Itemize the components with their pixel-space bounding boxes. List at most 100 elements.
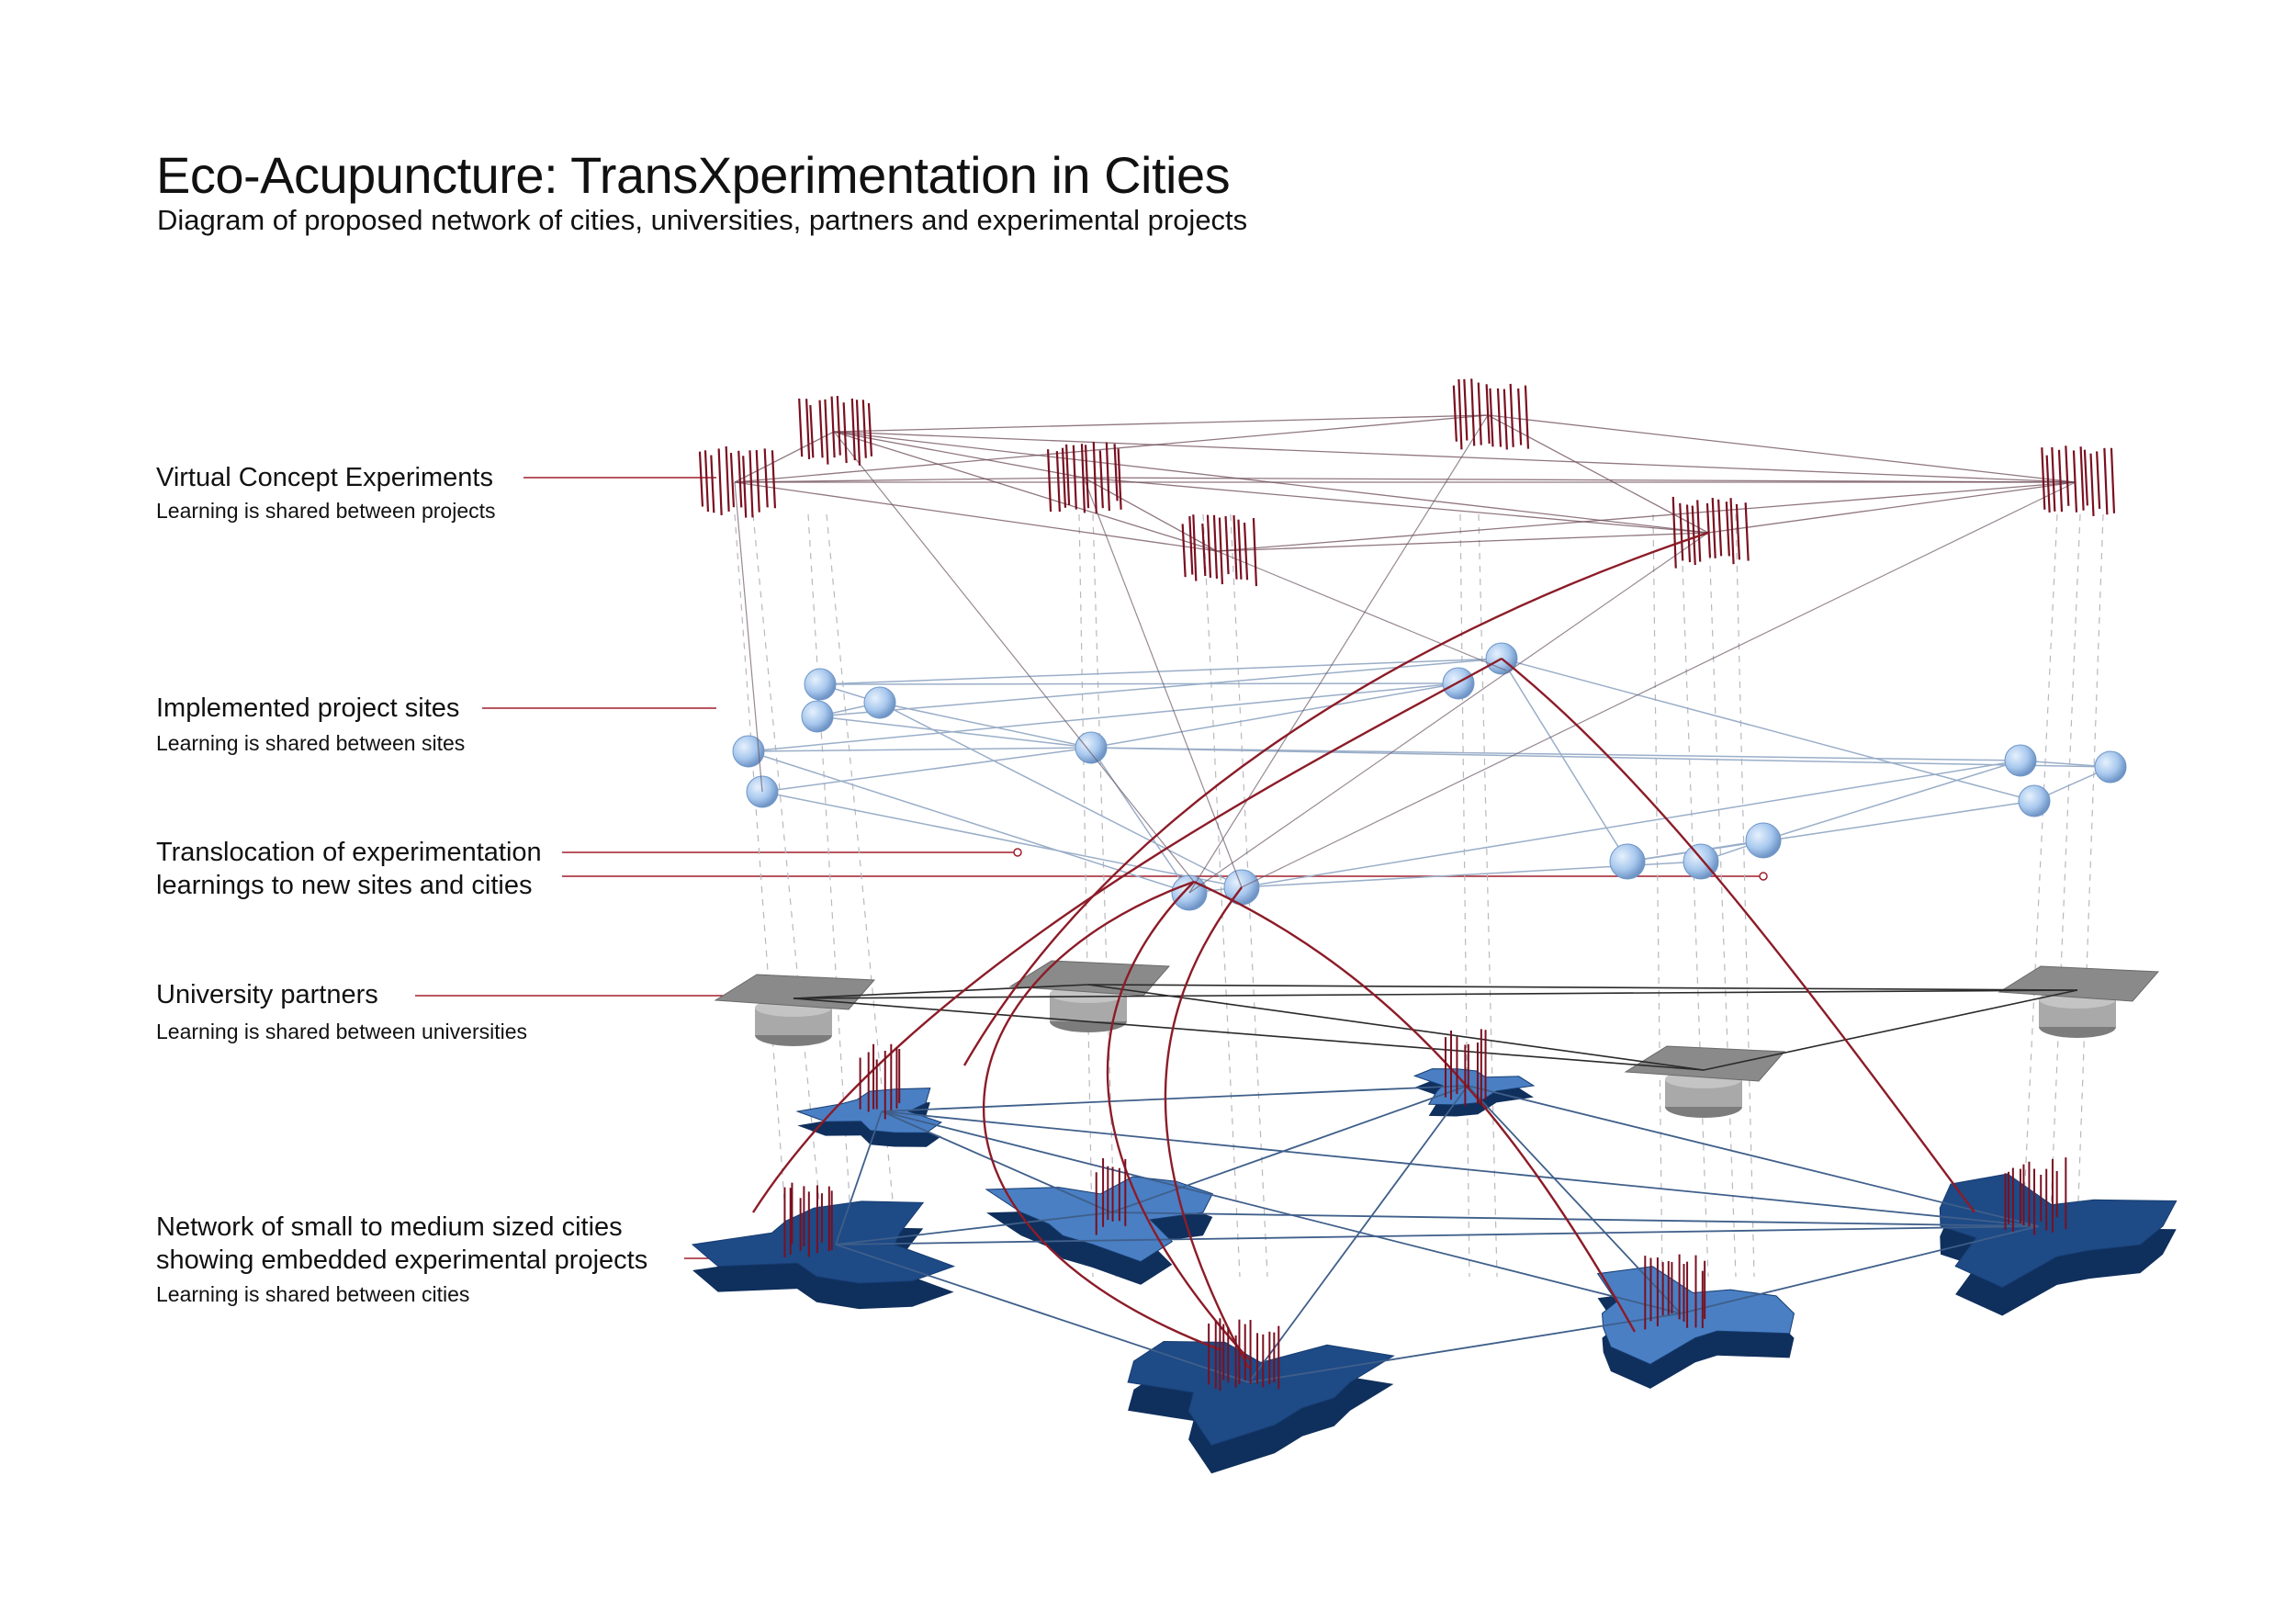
vertical-dashed-link xyxy=(1078,513,1094,1278)
experiment-spike xyxy=(2057,449,2064,513)
experiment-spike xyxy=(1098,450,1104,509)
experiment-spike xyxy=(1117,448,1122,510)
site-link xyxy=(1501,658,2035,802)
experiment-spike xyxy=(748,450,754,518)
experiment-link xyxy=(833,431,2077,483)
experiment-spike xyxy=(1744,502,1750,561)
translocation-curve xyxy=(962,531,1709,1066)
city-experiment-spikes xyxy=(783,1029,2067,1392)
cross-layer-link xyxy=(1216,550,1507,671)
university-mortarboard xyxy=(714,974,876,1010)
site-link xyxy=(819,658,1503,685)
project-site-sphere xyxy=(801,700,834,733)
experiment-spike xyxy=(1452,385,1458,442)
project-site-sphere xyxy=(863,686,896,719)
university-mortarboard xyxy=(1998,965,2160,1002)
experiment-spike xyxy=(1061,447,1067,508)
site-link xyxy=(1090,747,1190,894)
site-link xyxy=(748,750,1190,894)
experiment-spike xyxy=(1711,497,1716,558)
experiment-spike xyxy=(2103,447,2109,515)
leader-end-marker xyxy=(1013,848,1022,857)
translocation-curve xyxy=(1193,880,1637,1333)
experiment-link xyxy=(1707,481,2077,534)
experiment-spike xyxy=(710,455,715,513)
experiment-link xyxy=(1216,481,2077,552)
experiment-spike xyxy=(2051,446,2056,512)
experiment-spike xyxy=(1237,519,1243,580)
label-cities-line1: Network of small to medium sized cities xyxy=(156,1212,623,1242)
experiment-link xyxy=(1083,477,2077,483)
city-link xyxy=(1110,1212,2040,1227)
experiment-spike xyxy=(729,453,736,508)
experiment-link xyxy=(1487,414,2077,483)
experiment-link xyxy=(1487,414,1709,534)
experiment-spike xyxy=(1691,505,1696,566)
experiment-spike xyxy=(1509,383,1514,447)
experiment-spike xyxy=(1188,515,1194,575)
vertical-dashed-link xyxy=(2020,513,2058,1278)
experiment-spike xyxy=(1496,388,1503,447)
experiment-spike xyxy=(861,400,867,458)
sublabel-cities: Learning is shared between cities xyxy=(156,1282,470,1306)
city-link xyxy=(881,1110,1112,1213)
experiment-spike xyxy=(1477,382,1482,445)
leader-lines xyxy=(415,477,1768,1259)
experiment-spike xyxy=(755,449,760,513)
site-link xyxy=(748,747,1092,752)
vertical-dashed-link xyxy=(1092,513,1117,1278)
experiment-spike xyxy=(1092,442,1097,513)
experiment-spike xyxy=(842,402,848,464)
project-site-sphere xyxy=(1745,822,1782,859)
label-translocation-line1: Translocation of experimentation xyxy=(156,838,542,867)
experiment-spike xyxy=(830,396,836,458)
site-link xyxy=(761,747,1092,793)
experiment-spike xyxy=(703,450,710,513)
experiment-spike xyxy=(1489,388,1494,447)
experiment-spike xyxy=(867,402,873,456)
vertical-dashed-link xyxy=(1459,513,1470,1278)
label-implemented-project-sites: Implemented project sites xyxy=(156,693,460,723)
vertical-dashed-link xyxy=(1707,513,1737,1278)
project-site-sphere xyxy=(732,735,765,768)
city-link xyxy=(1110,1085,1469,1213)
city-link xyxy=(881,1110,1682,1314)
experiment-link xyxy=(1083,477,1709,534)
vertical-dashed-link xyxy=(1202,513,1241,1278)
experiment-spike xyxy=(1046,449,1052,513)
project-site-sphere xyxy=(2018,784,2051,817)
experiment-spike xyxy=(737,450,743,508)
site-network-links xyxy=(748,658,2111,894)
translocation-curve xyxy=(1106,881,1250,1360)
experiment-spike xyxy=(1679,502,1684,561)
experiment-link xyxy=(734,414,1489,483)
experiment-spike xyxy=(2041,447,2046,510)
sublabel-sites: Learning is shared between sites xyxy=(156,731,466,755)
city-link xyxy=(835,1110,883,1245)
experiment-spike xyxy=(809,405,815,458)
virtual-experiment-links xyxy=(734,414,2077,894)
university-link xyxy=(793,997,1705,1071)
city-link xyxy=(1467,1085,1682,1314)
vertical-dashed-link xyxy=(807,513,855,1278)
experiment-link xyxy=(1083,477,1218,552)
cross-layer-link xyxy=(1188,414,1489,894)
experiment-spike xyxy=(1181,524,1187,578)
translocation-curves xyxy=(751,531,1975,1369)
site-link xyxy=(819,682,1459,685)
cross-layer-link xyxy=(1188,532,1709,894)
page-title: Eco-Acupuncture: TransXperimentation in … xyxy=(156,146,1231,204)
project-site-sphere xyxy=(1609,843,1646,880)
site-link xyxy=(761,791,1243,888)
experiment-spike xyxy=(1729,498,1735,565)
experiment-spike xyxy=(1705,502,1712,558)
experiment-spike xyxy=(855,400,861,466)
experiment-spike xyxy=(1055,451,1061,513)
experiment-spike xyxy=(836,396,841,456)
experiment-link xyxy=(833,414,1489,433)
university-link xyxy=(1703,989,2078,1071)
site-link xyxy=(1090,747,2021,761)
city-link xyxy=(1248,1085,1469,1383)
experiment-link xyxy=(1216,532,1709,552)
